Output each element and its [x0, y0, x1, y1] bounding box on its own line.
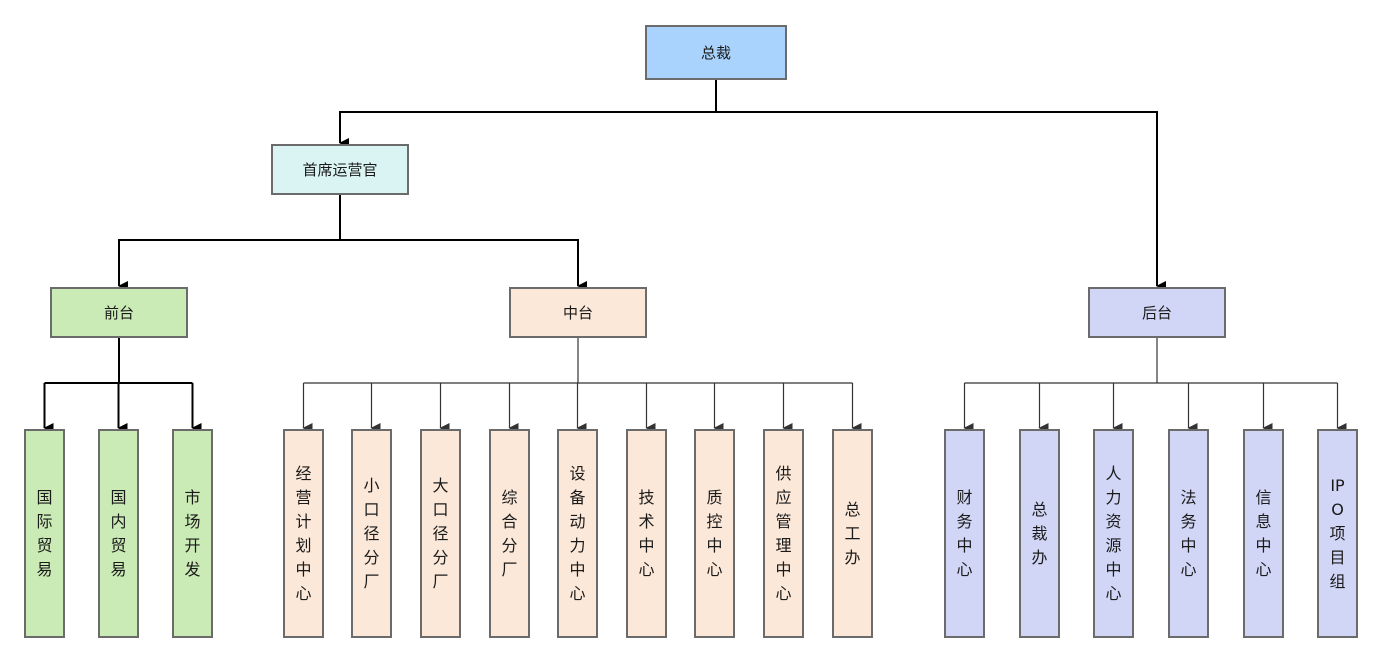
- node-small-caliber-plant[interactable]: 小口径分厂: [351, 429, 392, 638]
- node-market-development[interactable]: 市场开发: [172, 429, 213, 638]
- node-label: 总裁办: [1031, 499, 1048, 567]
- node-international-trade[interactable]: 国际贸易: [24, 429, 65, 638]
- node-label: 质控中心: [706, 487, 723, 579]
- node-label: 供应管理中心: [775, 463, 792, 603]
- node-ipo-project-group[interactable]: IPO项目组: [1317, 429, 1358, 638]
- node-equipment-power-center[interactable]: 设备动力中心: [557, 429, 598, 638]
- connector-root-coo: [339, 80, 717, 148]
- node-technology-center[interactable]: 技术中心: [626, 429, 667, 638]
- node-large-caliber-plant[interactable]: 大口径分厂: [420, 429, 461, 638]
- node-label: 综合分厂: [501, 487, 518, 579]
- node-label: 小口径分厂: [363, 475, 380, 591]
- node-front-office[interactable]: 前台: [50, 287, 188, 338]
- node-finance-center[interactable]: 财务中心: [944, 429, 985, 638]
- node-label: 总工办: [844, 499, 861, 567]
- node-label: 前台: [103, 303, 134, 322]
- node-label: 国际贸易: [36, 487, 53, 579]
- node-label: 设备动力中心: [569, 463, 586, 603]
- connector-root-back: [716, 111, 1166, 291]
- node-label: 首席运营官: [302, 160, 378, 179]
- node-hr-center[interactable]: 人力资源中心: [1093, 429, 1134, 638]
- node-general-plant[interactable]: 综合分厂: [489, 429, 530, 638]
- node-label: 财务中心: [956, 487, 973, 579]
- node-label: 后台: [1141, 303, 1172, 322]
- node-label: 大口径分厂: [432, 475, 449, 591]
- node-label: 信息中心: [1255, 487, 1272, 579]
- node-information-center[interactable]: 信息中心: [1243, 429, 1284, 638]
- node-supply-management-center[interactable]: 供应管理中心: [763, 429, 804, 638]
- connector-coo-middle: [340, 239, 587, 291]
- node-president[interactable]: 总裁: [645, 25, 787, 80]
- node-back-office[interactable]: 后台: [1088, 287, 1226, 338]
- node-label: 人力资源中心: [1105, 463, 1122, 603]
- node-label: 技术中心: [638, 487, 655, 579]
- connector-coo-front: [118, 194, 341, 291]
- node-label: 中台: [562, 303, 593, 322]
- node-quality-control-center[interactable]: 质控中心: [694, 429, 735, 638]
- node-label: 市场开发: [184, 487, 201, 579]
- node-president-office[interactable]: 总裁办: [1019, 429, 1060, 638]
- node-label: 法务中心: [1180, 487, 1197, 579]
- node-label: IPO项目组: [1329, 475, 1346, 591]
- node-coo[interactable]: 首席运营官: [271, 144, 409, 195]
- node-label: 经营计划中心: [295, 463, 312, 603]
- node-legal-center[interactable]: 法务中心: [1168, 429, 1209, 638]
- node-domestic-trade[interactable]: 国内贸易: [98, 429, 139, 638]
- node-chief-engineer-office[interactable]: 总工办: [832, 429, 873, 638]
- node-label: 国内贸易: [110, 487, 127, 579]
- node-middle-office[interactable]: 中台: [509, 287, 647, 338]
- node-label: 总裁: [700, 43, 731, 62]
- node-business-planning-center[interactable]: 经营计划中心: [283, 429, 324, 638]
